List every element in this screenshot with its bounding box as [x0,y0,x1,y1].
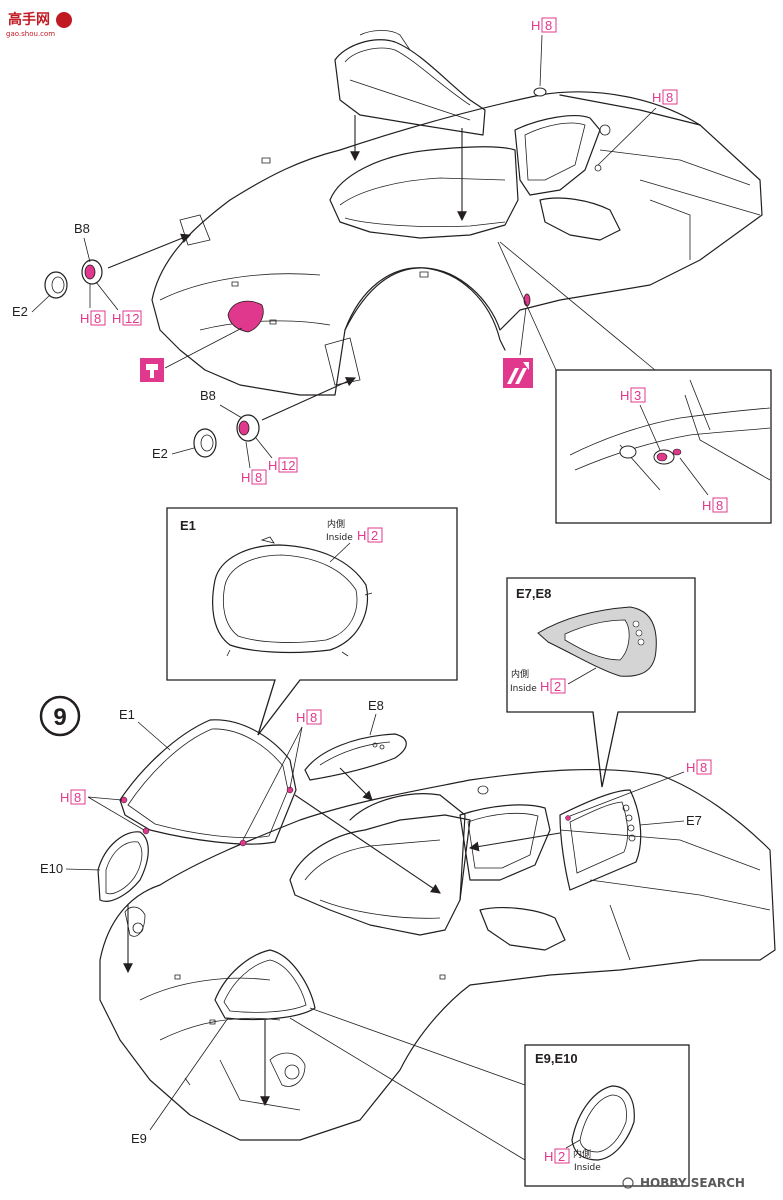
label-e2-upper: E2 [12,304,28,319]
svg-text:12: 12 [125,311,139,326]
part-e1-windscreen [119,719,297,847]
callout-e1-inside-en: Inside [326,533,353,543]
svg-text:H: H [531,18,540,33]
svg-text:H: H [268,458,277,473]
label-e2-lower: E2 [152,446,168,461]
svg-text:H: H [80,311,89,326]
svg-text:12: 12 [281,458,295,473]
svg-text:H: H [296,710,305,725]
arrow-e8 [339,767,373,801]
arrow-upper-light [107,233,192,269]
label-e10: E10 [40,861,63,876]
svg-text:H: H [357,528,366,543]
label-e9: E9 [131,1131,147,1146]
callout-e1-title: E1 [180,518,196,533]
code-h3-detail: H 3 [620,387,646,403]
part-e10-window [97,831,149,902]
svg-text:H: H [702,498,711,513]
svg-text:9: 9 [53,704,66,731]
top-car-body [151,87,763,396]
code-h12-lower: H 12 [268,457,298,473]
label-e7: E7 [686,813,702,828]
code-h2-e7e8: H 2 [540,678,566,694]
svg-text:8: 8 [545,18,552,33]
svg-text:H: H [686,760,695,775]
svg-text:8: 8 [255,470,262,485]
code-h8-lower: H 8 [241,469,267,485]
logo-text: 高手网 [8,11,50,28]
svg-text:H: H [540,679,549,694]
svg-text:8: 8 [74,790,81,805]
svg-text:8: 8 [700,760,707,775]
code-h8-detail: H 8 [702,497,728,513]
callout-e7e8-inside-en: Inside [510,684,537,694]
detail-box-mirror: H 3 H 8 [555,369,772,524]
svg-text:2: 2 [558,1149,565,1164]
paint-brush-icon [140,358,164,382]
hobby-search-watermark: HOBBY SEARCH [622,1176,745,1190]
svg-text:H: H [60,790,69,805]
code-h8-roof: H 8 [531,17,557,33]
upper-headlight-parts [44,259,103,299]
svg-text:3: 3 [634,388,641,403]
svg-text:H: H [544,1149,553,1164]
code-h2-e1: H 2 [357,527,383,543]
callout-e1: E1 内側 Inside H 2 [166,507,458,736]
logo-badge-icon [56,12,72,28]
arrow-e1 [294,794,441,894]
callout-e9e10-inside-ja: 内側 [573,1148,591,1160]
label-b8-lower: B8 [200,388,216,403]
svg-text:H: H [620,388,629,403]
part-e9-window [214,949,316,1021]
part-e8-window [304,733,407,781]
svg-text:2: 2 [554,679,561,694]
callout-e9e10: E9,E10 内側 Inside H 2 [524,1044,690,1187]
label-e8: E8 [368,698,384,713]
svg-text:H: H [241,470,250,485]
code-h12-upper: H 12 [112,310,142,326]
svg-text:8: 8 [310,710,317,725]
top-windscreen-part [334,30,486,136]
svg-text:2: 2 [371,528,378,543]
site-logo: 高手网 gao.shou.com [4,6,72,38]
lower-headlight-parts [193,414,260,458]
code-h2-e9e10: H 2 [544,1148,570,1164]
arrow-lower-light [261,377,357,421]
code-h8-bottom-left: H 8 [60,789,86,805]
label-e1: E1 [119,707,135,722]
callout-e9e10-title: E9,E10 [535,1051,578,1066]
registered-mark-icon [622,1177,634,1189]
arrow-e7 [468,832,561,852]
code-h8-upper: H 8 [80,310,106,326]
code-h8-bottom-top: H 8 [296,709,322,725]
code-h8-side: H 8 [652,89,678,105]
code-h8-bottom-right: H 8 [686,759,712,775]
part-e7-window [559,789,642,891]
svg-text:8: 8 [666,90,673,105]
callout-e9e10-inside-en: Inside [574,1163,601,1173]
svg-text:H: H [112,311,121,326]
svg-text:8: 8 [716,498,723,513]
callout-e7e8-title: E7,E8 [516,586,551,601]
callout-e7e8-inside-ja: 内側 [511,668,529,680]
label-b8-upper: B8 [74,221,90,236]
svg-text:8: 8 [94,311,101,326]
callout-e1-inside-ja: 内側 [327,518,345,530]
callout-e7e8: E7,E8 内側 Inside H 2 [506,577,696,788]
cut-tool-icon [503,358,533,388]
hood-paint-area [227,300,264,333]
step-number-badge: 9 [39,695,81,737]
svg-text:HOBBY SEARCH: HOBBY SEARCH [640,1176,745,1190]
svg-text:H: H [652,90,661,105]
logo-url: gao.shou.com [6,30,55,38]
